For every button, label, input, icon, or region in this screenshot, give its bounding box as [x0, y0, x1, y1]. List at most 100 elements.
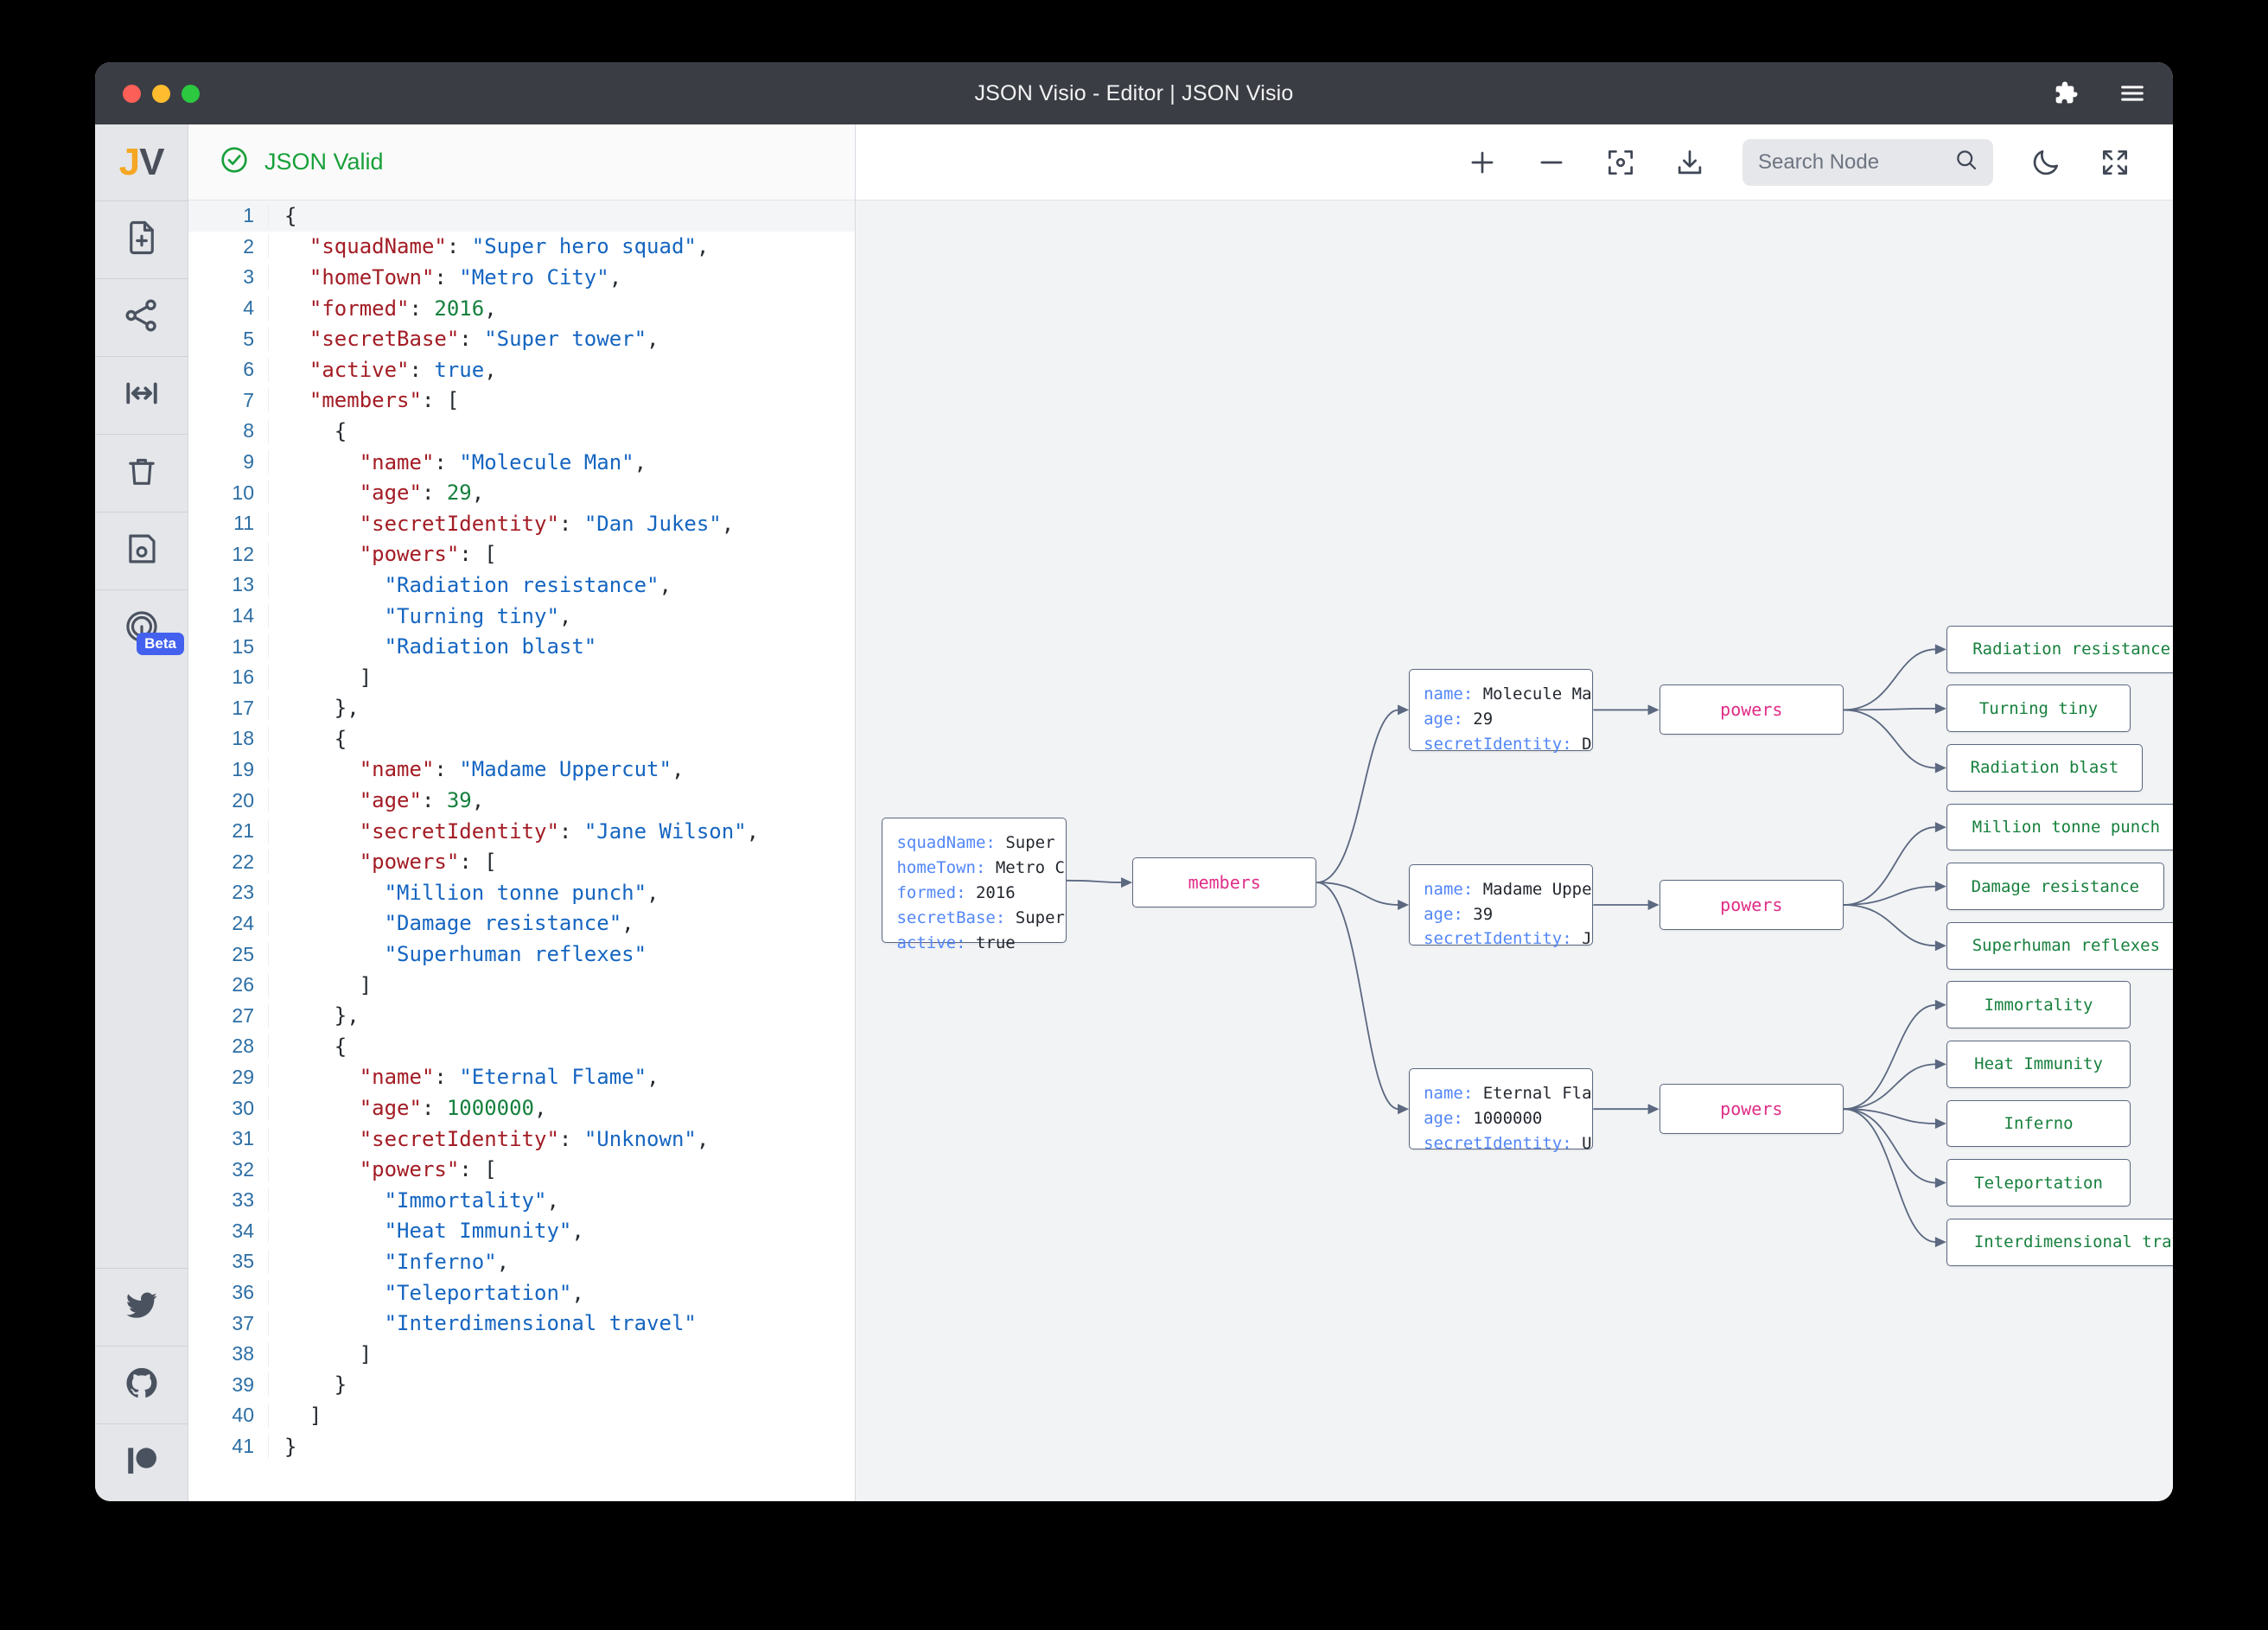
node-row-key: formed: [896, 883, 976, 903]
code-line: 38 ] [188, 1339, 855, 1370]
graph-node-root[interactable]: squadName: Super hero…homeTown: Metro Ci… [882, 818, 1067, 952]
graph-node-leaf-3[interactable]: Million tonne punch [1946, 803, 2173, 851]
node-row: age: 1000000 [1424, 1106, 1578, 1131]
node-row-key: secretIdentity: [1424, 929, 1583, 949]
node-label-text: powers [1720, 699, 1783, 721]
graph-node-leaf-5[interactable]: Superhuman reflexes [1946, 921, 2173, 970]
sidebar-item-new-file[interactable] [95, 201, 188, 278]
code-line-text: "powers": [ [268, 850, 855, 875]
code-line: 21 "secretIdentity": "Jane Wilson", [188, 816, 855, 847]
check-circle-icon [220, 145, 249, 179]
sidebar-item-github[interactable] [95, 1346, 188, 1423]
moon-icon[interactable] [2029, 146, 2062, 179]
search-input[interactable] [1758, 150, 1945, 175]
node-row-value: Dan J… [1582, 734, 1592, 754]
sidebar-item-save[interactable] [95, 512, 188, 589]
sidebar-item-compare[interactable]: Beta [95, 589, 188, 667]
code-line: 40 ] [188, 1400, 855, 1431]
node-row: secretIdentity: Unkno… [1424, 1131, 1592, 1156]
sidebar-item-delete[interactable] [95, 434, 188, 512]
line-number: 30 [232, 1096, 254, 1119]
graph-node-leaf-4[interactable]: Damage resistance [1946, 863, 2164, 911]
line-number: 32 [232, 1157, 254, 1181]
graph-node-leaf-10[interactable]: Interdimensional travel [1946, 1218, 2173, 1266]
code-line-text: "Damage resistance", [268, 911, 855, 936]
node-label-text: powers [1720, 1098, 1783, 1120]
graph-canvas[interactable]: squadName: Super hero…homeTown: Metro Ci… [856, 201, 2173, 1501]
hamburger-menu-icon[interactable] [2118, 79, 2147, 108]
code-line-text: "Radiation blast" [268, 634, 855, 659]
line-number: 6 [243, 358, 254, 381]
plus-icon[interactable] [1466, 146, 1499, 179]
close-window-button[interactable] [123, 84, 141, 103]
sidebar-item-share-graph[interactable] [95, 278, 188, 356]
code-line-text: "Turning tiny", [268, 603, 855, 628]
code-line: 8 { [188, 416, 855, 447]
graph-node-powers-1[interactable]: powers [1659, 880, 1844, 930]
code-line-text: "secretIdentity": "Unknown", [268, 1126, 855, 1151]
code-editor[interactable]: 1{2 "squadName": "Super hero squad",3 "h… [188, 201, 855, 1501]
code-line-text: ] [268, 1341, 855, 1366]
graph-node-powers-2[interactable]: powers [1659, 1084, 1844, 1135]
code-line: 29 "name": "Eternal Flame", [188, 1062, 855, 1093]
minus-icon[interactable] [1535, 146, 1568, 179]
graph-node-leaf-7[interactable]: Heat Immunity [1946, 1040, 2131, 1088]
code-line: 5 "secretBase": "Super tower", [188, 323, 855, 354]
sidebar-item-patreon[interactable] [95, 1423, 188, 1501]
center-focus-icon[interactable] [1604, 146, 1637, 179]
titlebar-actions [2050, 62, 2147, 124]
code-line: 16 ] [188, 662, 855, 693]
graph-pane: squadName: Super hero…homeTown: Metro Ci… [856, 124, 2173, 1501]
graph-node-leaf-2[interactable]: Radiation blast [1946, 744, 2143, 792]
sidebar-item-twitter[interactable] [95, 1268, 188, 1346]
line-number: 14 [232, 604, 254, 627]
minimize-window-button[interactable] [152, 84, 170, 103]
maximize-window-button[interactable] [182, 84, 200, 103]
fullscreen-icon[interactable] [2099, 146, 2131, 179]
magnifier-icon[interactable] [1953, 147, 1979, 177]
graph-node-leaf-6[interactable]: Immortality [1946, 981, 2131, 1029]
sidebar-item-expand-width[interactable] [95, 356, 188, 434]
line-number: 17 [232, 696, 254, 719]
github-icon [124, 1365, 160, 1405]
line-number: 9 [243, 450, 254, 474]
node-row-key: secretBase: [896, 908, 1016, 928]
graph-node-member-2[interactable]: name: Eternal Flameage: 1000000secretIde… [1409, 1067, 1594, 1153]
code-line-text: "age": 1000000, [268, 1096, 855, 1121]
graph-node-powers-0[interactable]: powers [1659, 684, 1844, 735]
save-icon [124, 531, 160, 571]
code-line: 35 "Inferno", [188, 1246, 855, 1277]
code-line-text: { [268, 726, 855, 751]
patreon-icon [124, 1442, 160, 1483]
node-row-key: secretIdentity: [1424, 734, 1583, 754]
puzzle-piece-icon[interactable] [2050, 79, 2080, 108]
graph-node-leaf-1[interactable]: Turning tiny [1946, 684, 2131, 733]
line-number: 31 [232, 1127, 254, 1150]
code-line: 22 "powers": [ [188, 846, 855, 877]
node-row-value: true [975, 933, 1016, 952]
graph-node-members[interactable]: members [1132, 857, 1317, 908]
graph-node-leaf-8[interactable]: Inferno [1946, 1099, 2131, 1148]
window-title: JSON Visio - Editor | JSON Visio [974, 80, 1294, 105]
node-row-value: 2016 [975, 883, 1016, 903]
graph-node-leaf-9[interactable]: Teleportation [1946, 1159, 2131, 1207]
code-line-text: { [268, 1034, 855, 1059]
line-number: 22 [232, 850, 254, 873]
node-row-value: 1000000 [1473, 1108, 1543, 1128]
graph-node-member-1[interactable]: name: Madame Uppercutage: 39secretIdenti… [1409, 863, 1594, 949]
line-number: 4 [243, 296, 254, 320]
share-graph-icon [124, 297, 160, 338]
node-row-key: name: [1424, 1083, 1483, 1103]
rail-spacer [95, 667, 188, 1268]
download-icon[interactable] [1673, 146, 1706, 179]
graph-node-leaf-0[interactable]: Radiation resistance [1946, 625, 2173, 673]
json-status-text: JSON Valid [264, 149, 384, 175]
search-node-box[interactable] [1742, 138, 1993, 186]
node-row: secretIdentity: Dan J… [1424, 732, 1592, 757]
code-line: 18 { [188, 723, 855, 755]
traffic-lights [123, 84, 200, 103]
code-line-text: "age": 39, [268, 788, 855, 813]
